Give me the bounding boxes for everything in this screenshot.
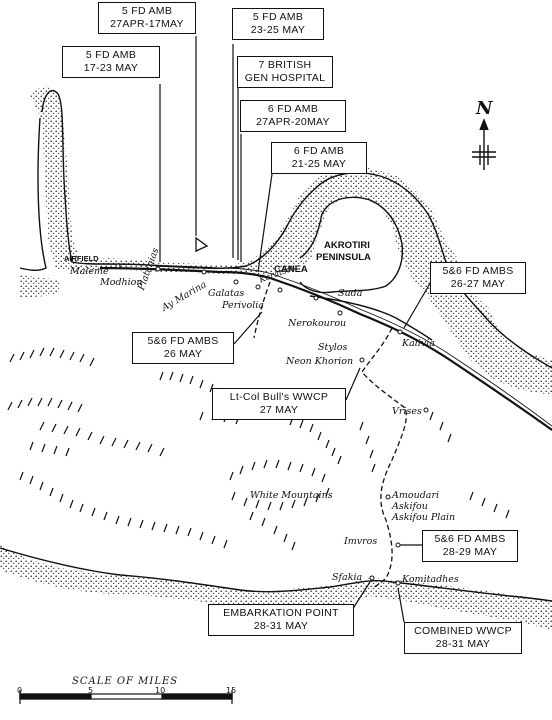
place-kalivia: Kalivia	[402, 338, 435, 349]
scale-tick-0: 0	[17, 686, 23, 695]
place-peninsula: PENINSULA	[316, 252, 371, 263]
place-vrises: Vrises	[392, 406, 422, 417]
place-imvros: Imvros	[344, 536, 378, 547]
place-modhion: Modhion	[100, 277, 143, 288]
place-galatas: Galatas	[208, 288, 245, 299]
place-sfakia: Sfakia	[332, 572, 363, 583]
scale-title: SCALE OF MILES	[72, 676, 179, 687]
embarkation-flag	[195, 236, 209, 252]
place-suda: Suda	[338, 288, 363, 299]
place-askifou-plain: Askifou Plain	[392, 512, 456, 523]
place-stylos: Stylos	[318, 342, 348, 353]
place-canea: CANEA	[274, 264, 308, 275]
north-arrow-icon	[472, 118, 496, 170]
scale-tick-10: 10	[155, 686, 166, 695]
place-komitadhes: Komitadhes	[402, 574, 459, 585]
place-askifou: Askifou	[392, 501, 428, 512]
north-label: N	[476, 98, 493, 119]
place-airfield: AIRFIELD	[64, 254, 99, 263]
place-akrotiri: AKROTIRI	[324, 240, 370, 251]
place-maleme: Maleme	[70, 266, 109, 277]
place-amoudari: Amoudari	[392, 490, 440, 501]
scale-tick-15: 15	[226, 686, 237, 695]
scale-tick-5: 5	[88, 686, 94, 695]
scale-bar	[19, 690, 233, 704]
town-markers	[115, 263, 429, 586]
place-perivolia: Perivolia	[222, 300, 264, 311]
tracks	[253, 281, 407, 589]
place-neon-khorion: Neon Khorion	[286, 356, 354, 367]
leader-lines	[159, 36, 433, 623]
place-white-mountains: White Mountains	[250, 490, 333, 501]
place-nerokourou: Nerokourou	[288, 318, 347, 329]
